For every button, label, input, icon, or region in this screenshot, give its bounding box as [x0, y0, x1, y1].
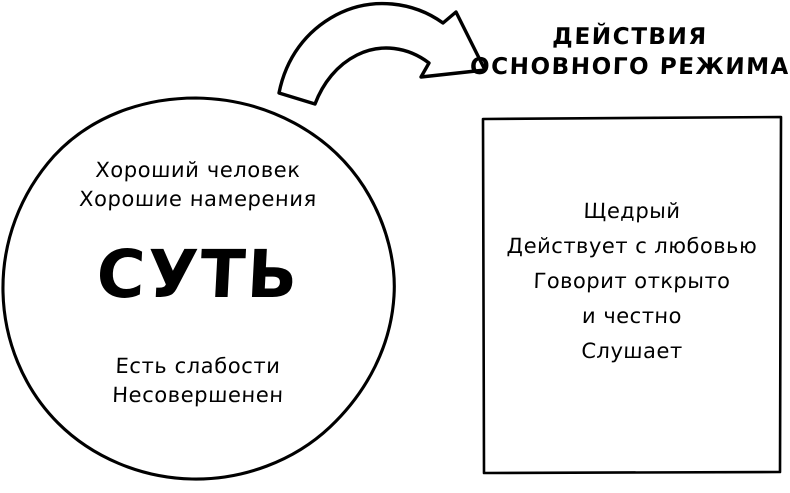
curved-arrow-icon — [277, 1, 487, 106]
action-line-acts-with-love: Действует с любовью — [506, 234, 758, 258]
action-line-generous: Щедрый — [583, 199, 681, 223]
essence-headline: СУТЬ — [94, 236, 302, 313]
heading-line-actions: ДЕЙСТВИЯ — [551, 24, 709, 50]
essence-circle-outline — [1, 96, 396, 481]
actions-box-body: Щедрый Действует с любовью Говорит откры… — [482, 199, 782, 376]
essence-line-weaknesses: Есть слабости — [115, 354, 281, 378]
heading-line-main-mode: ОСНОВНОГО РЕЖИМА — [469, 54, 790, 80]
actions-box-outline — [481, 115, 783, 475]
essence-line-good-intentions: Хорошие намерения — [78, 187, 318, 211]
action-line-and-honestly: и честно — [581, 304, 683, 328]
actions-box-heading: ДЕЙСТВИЯ ОСНОВНОГО РЕЖИМА — [469, 24, 790, 86]
action-line-speaks-openly: Говорит открыто — [533, 269, 731, 293]
essence-circle-bottom-text: Есть слабости Несовершенен — [8, 354, 388, 414]
essence-circle-top-text: Хороший человек Хорошие намерения — [8, 158, 388, 218]
action-line-listens: Слушает — [580, 339, 684, 363]
essence-line-good-person: Хороший человек — [95, 158, 302, 182]
essence-line-imperfect: Несовершенен — [111, 383, 285, 407]
